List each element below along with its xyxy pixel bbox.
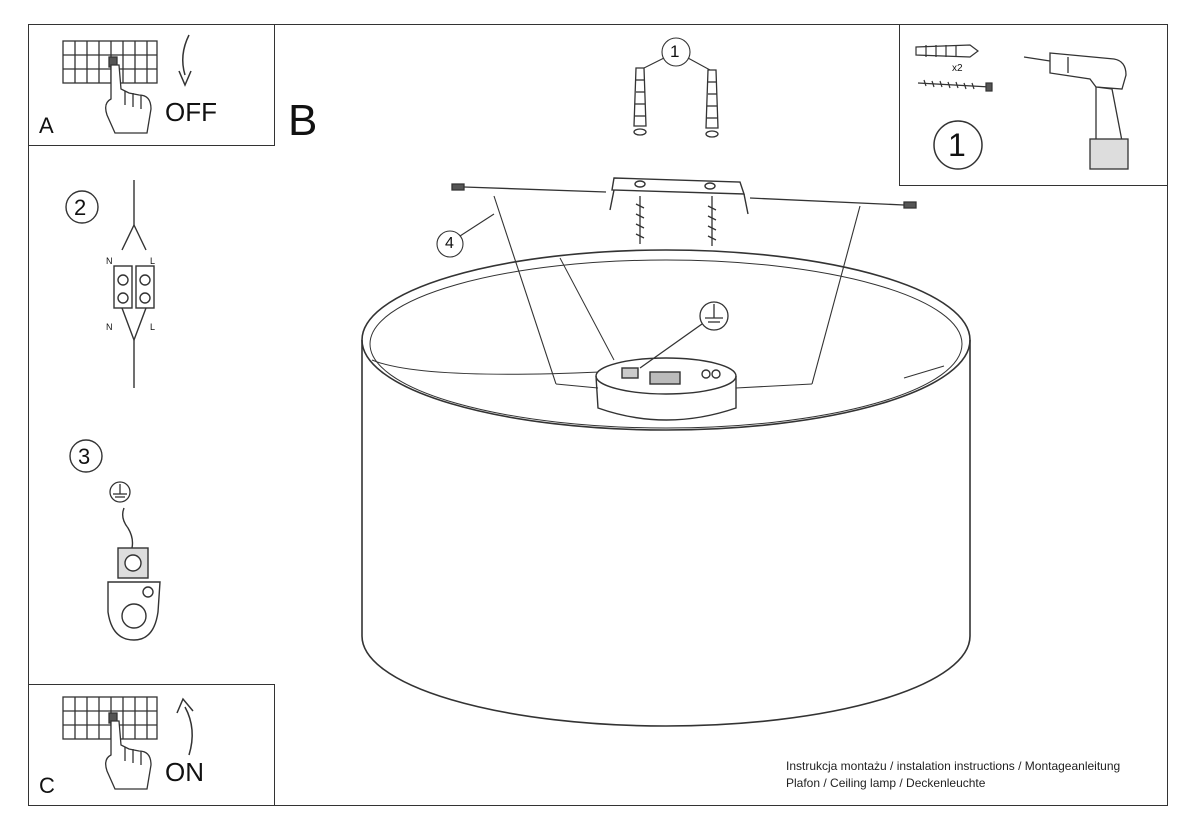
step-3-badge — [69, 439, 103, 473]
tools-step-number: 1 — [948, 127, 966, 163]
panel-c-letter: C — [39, 773, 55, 798]
panel-b-letter: B — [288, 96, 318, 145]
breaker-off-illustration — [62, 34, 192, 134]
lamp-base — [595, 357, 737, 421]
screw-icon — [917, 79, 993, 92]
anchor-quantity: x2 — [952, 63, 963, 74]
panel-a-switch-off: A OFF — [28, 24, 275, 146]
off-label: OFF — [165, 97, 217, 127]
wall-plug-icon — [915, 44, 979, 58]
wire-label-l-top: L — [150, 256, 156, 266]
tools-panel: x2 1 — [899, 24, 1168, 186]
step-1-number: 1 — [670, 42, 680, 61]
arrow-up-icon — [176, 697, 194, 756]
step-4-leader — [436, 213, 495, 258]
panel-c-switch-on: C ON — [28, 684, 275, 806]
mounting-screws — [635, 196, 717, 246]
ground-terminal-illustration — [107, 507, 161, 641]
assembly-guide-lines — [493, 195, 861, 389]
mounting-bracket — [609, 177, 749, 215]
tools-illustration — [915, 44, 1129, 170]
step-1-leader — [643, 37, 711, 71]
wire-label-n-top: N — [106, 256, 113, 266]
step-3-number: 3 — [78, 444, 91, 469]
ground-symbol-icon — [109, 481, 131, 503]
step-2-badge — [65, 190, 99, 224]
instruction-sheet-frame — [28, 24, 1168, 806]
lamp-shade — [361, 249, 971, 727]
step-1-tools-badge — [933, 120, 983, 170]
wall-plugs — [633, 67, 719, 138]
ground-symbol-icon — [639, 301, 729, 369]
side-screws — [451, 183, 917, 209]
hand-icon — [105, 64, 152, 134]
hand-icon — [105, 720, 152, 790]
wire-label-l-bottom: L — [150, 322, 156, 332]
wire-label-n-bottom: N — [106, 322, 113, 332]
step-2-number: 2 — [74, 195, 87, 220]
footer-caption: Instrukcja montażu / instalation instruc… — [786, 758, 1120, 792]
on-label: ON — [165, 757, 204, 787]
step-4-number: 4 — [445, 235, 454, 252]
panel-a-letter: A — [39, 113, 54, 138]
breaker-on-illustration — [62, 696, 194, 790]
drill-icon — [1023, 52, 1129, 170]
footer-line-2: Plafon / Ceiling lamp / Deckenleuchte — [786, 776, 986, 790]
arrow-down-icon — [178, 34, 192, 87]
footer-line-1: Instrukcja montażu / instalation instruc… — [786, 759, 1121, 773]
